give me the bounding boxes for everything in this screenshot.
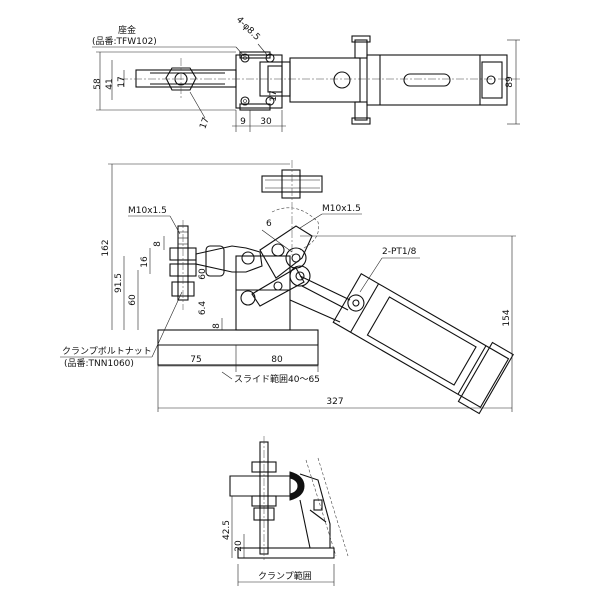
- dim-17-right: 17: [269, 90, 279, 101]
- dim-6: 6: [266, 219, 272, 229]
- dim-162: 162: [101, 239, 111, 256]
- dim-17-left: 17: [117, 76, 127, 87]
- dim-20: 20: [234, 540, 244, 552]
- nut-part-number: (品番:TNN1060): [64, 357, 134, 369]
- hole-spec: 4-φ8.5: [234, 15, 262, 43]
- thread-left: M10x1.5: [128, 206, 167, 216]
- dim-30: 30: [260, 117, 272, 127]
- thread-right: M10x1.5: [322, 204, 361, 214]
- dim-89: 89: [505, 76, 515, 88]
- port-spec: 2-PT1/8: [382, 247, 417, 257]
- dim-91-5: 91.5: [114, 273, 124, 293]
- dim-58: 58: [93, 78, 103, 90]
- dim-17-bolt: 17: [198, 116, 211, 130]
- base-label: 座金: [118, 24, 136, 36]
- dim-16: 16: [140, 256, 150, 268]
- clamp-range-view: 42.5 20 クランプ範囲: [222, 436, 349, 586]
- top-view: 58 41 17 17 17 9 30 89 座金 (品番:TFW102) 4-…: [92, 15, 520, 132]
- dim-60-b: 60: [198, 268, 208, 280]
- dim-8-a: 8: [153, 241, 163, 247]
- side-view: 162 91.5 60 16 8 60 6.4 8 154 75 80 327: [60, 160, 516, 415]
- dim-41: 41: [105, 78, 115, 89]
- dim-8-b: 8: [212, 323, 222, 329]
- dim-80: 80: [271, 355, 283, 365]
- dim-60-a: 60: [128, 294, 138, 306]
- base-part-number: (品番:TFW102): [92, 35, 157, 47]
- dim-75: 75: [190, 355, 201, 365]
- dim-6-4: 6.4: [198, 301, 208, 316]
- slide-range: スライド範囲40〜65: [234, 373, 320, 385]
- clamp-range-label: クランプ範囲: [258, 570, 312, 582]
- dim-42-5: 42.5: [222, 520, 232, 540]
- dim-154: 154: [502, 309, 512, 326]
- dim-9: 9: [240, 117, 246, 127]
- nut-label: クランプボルトナット: [62, 346, 152, 357]
- dim-327: 327: [326, 397, 343, 407]
